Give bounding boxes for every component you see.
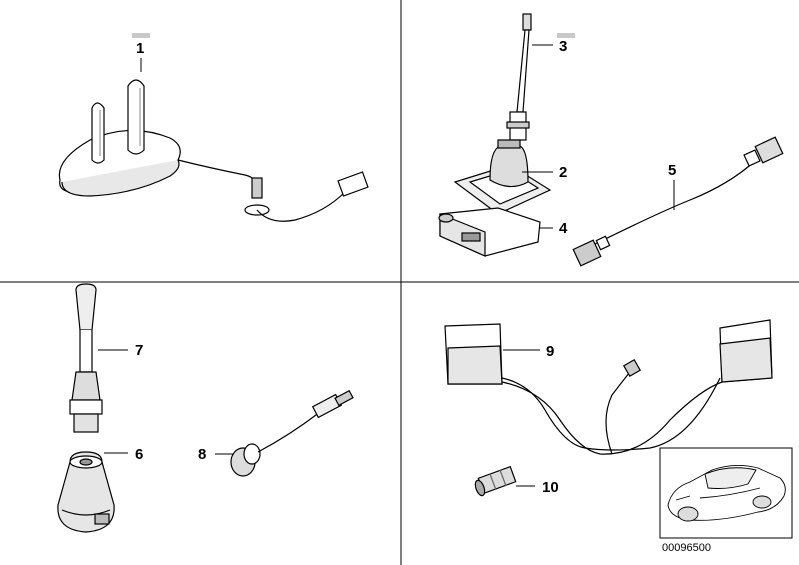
part-7-rod-antenna <box>69 283 103 433</box>
part-1-twin-antenna <box>58 79 369 222</box>
part-10-connector <box>474 465 517 497</box>
part-label-2: 2 <box>559 164 567 181</box>
document-number: 00096500 <box>662 542 711 554</box>
part-label-3: 3 <box>559 38 567 55</box>
part-label-5: 5 <box>668 162 676 179</box>
car-thumbnail <box>659 447 793 539</box>
part-label-10: 10 <box>542 479 559 496</box>
part-3-antenna-rod <box>506 13 532 141</box>
part-8-adapter-cable <box>230 389 354 477</box>
part-label-9: 9 <box>546 343 554 360</box>
label-1-highlight <box>132 33 150 38</box>
part-2-antenna-base <box>453 139 552 215</box>
part-label-4: 4 <box>559 220 568 237</box>
part-5-cable <box>572 136 784 267</box>
part-6-antenna-foot <box>57 451 115 533</box>
part-label-8: 8 <box>198 446 206 463</box>
part-4-amplifier-box <box>438 207 541 257</box>
part-label-6: 6 <box>135 446 143 463</box>
part-9-window-antenna-harness <box>444 319 773 455</box>
label-3-highlight <box>557 33 575 38</box>
part-label-7: 7 <box>135 342 143 359</box>
part-label-1: 1 <box>136 40 144 57</box>
